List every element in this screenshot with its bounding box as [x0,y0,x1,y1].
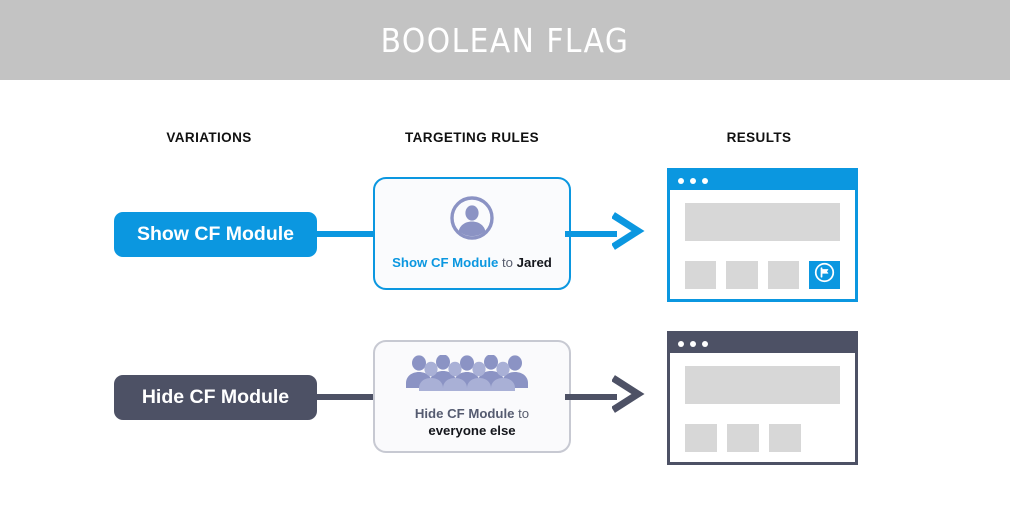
arrow-right-icon [611,371,654,422]
targeting-rule-connector-word: to [514,405,530,421]
window-dot-icon [702,340,708,347]
cf-module-flag-icon [814,262,835,288]
content-placeholder-block [685,366,840,404]
content-tile [685,424,717,452]
column-header-variations: VARIATIONS [166,130,252,145]
targeting-rule-variation-name: Show CF Module [392,255,499,270]
cf-module-tile[interactable] [808,261,840,289]
content-placeholder-block [685,203,840,241]
window-content [670,190,855,289]
window-dot-icon [690,340,696,347]
window-dot-icon [702,177,708,184]
browser-window-with-cf-module [667,168,858,302]
crowd-of-people-icon [406,353,538,396]
content-tile [767,261,799,289]
column-header-targeting-rules: TARGETING RULES [405,130,539,145]
targeting-rule-text-show: Show CF Module to Jared [392,254,552,271]
targeting-rule-card-show[interactable]: Show CF Module to Jared [373,177,571,290]
content-tile [685,261,717,289]
variation-pill-show-cf-module[interactable]: Show CF Module [114,212,317,257]
window-dot-icon [678,177,684,184]
content-tile [727,424,759,452]
content-tile [769,424,801,452]
page-banner: BOOLEAN FLAG [0,0,1010,80]
connector-line-pill-to-card [312,394,380,400]
targeting-rule-connector-word: to [498,255,517,270]
arrow-right-icon [611,208,654,259]
single-user-icon [450,196,494,245]
targeting-rule-audience: Jared [516,255,552,270]
window-titlebar [670,171,855,190]
targeting-rule-line-1: Hide CF Module to [415,405,529,422]
flow-row-show: Show CF Module Show CF Module to Jared [0,150,1010,320]
connector-line-card-to-arrow [565,394,617,400]
window-titlebar [670,334,855,353]
targeting-rule-variation-name: Hide CF Module [414,405,515,421]
targeting-rule-text-hide: Hide CF Module to everyone else [415,405,529,439]
variation-pill-label: Hide CF Module [141,386,290,408]
page-title: BOOLEAN FLAG [380,20,630,60]
flow-row-hide: Hide CF Module [0,313,1010,483]
window-content [670,353,855,452]
targeting-rule-audience: everyone else [428,422,516,438]
content-tile-row [685,424,840,452]
content-tile [726,261,758,289]
targeting-rule-card-hide[interactable]: Hide CF Module to everyone else [373,340,571,453]
browser-window-without-cf-module [667,331,858,465]
window-dot-icon [678,340,684,347]
content-tile-row [685,261,840,289]
connector-line-pill-to-card [312,231,380,237]
connector-line-card-to-arrow [565,231,617,237]
variation-pill-hide-cf-module[interactable]: Hide CF Module [114,375,317,420]
column-header-results: RESULTS [726,130,792,145]
variation-pill-label: Show CF Module [136,223,295,245]
window-dot-icon [690,177,696,184]
